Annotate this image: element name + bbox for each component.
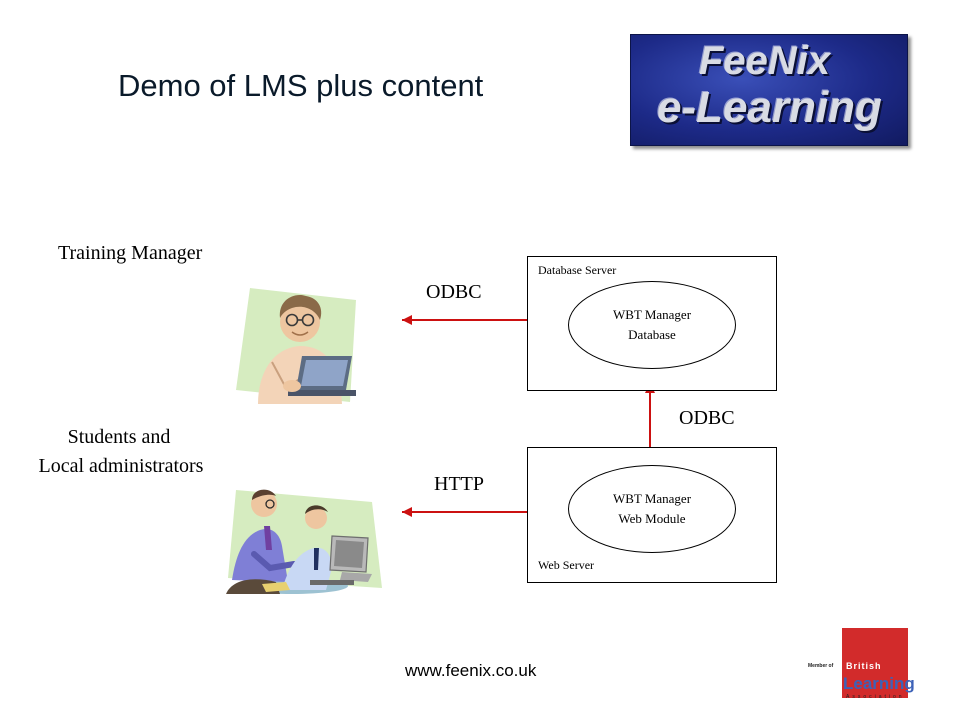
wbt-database-ellipse: WBT Manager Database <box>568 281 736 369</box>
database-server-box: Database Server WBT Manager Database <box>527 256 777 391</box>
wbt-web-module-line2: Web Module <box>618 511 686 526</box>
bla-learning-text: Learning <box>843 674 915 693</box>
bla-association-text: Association <box>846 694 905 700</box>
bla-member-of-text: Member of <box>808 663 834 669</box>
web-server-label: Web Server <box>538 558 595 572</box>
wbt-web-module-line1: WBT Manager <box>612 491 692 506</box>
web-server-box: WBT Manager Web Module Web Server <box>527 447 777 583</box>
bla-british-text: British <box>846 661 882 671</box>
wbt-database-line2: Database <box>628 327 676 342</box>
training-manager-illustration <box>236 288 356 404</box>
protocol-label-http: HTTP <box>434 473 484 495</box>
wbt-web-module-ellipse: WBT Manager Web Module <box>568 465 736 553</box>
slide-title: Demo of LMS plus content <box>118 68 484 103</box>
bla-badge-block <box>842 628 908 698</box>
students-label-line2: Local administrators <box>38 455 204 477</box>
wbt-database-line1: WBT Manager <box>612 307 692 322</box>
logo-text-feenix: FeeNix <box>699 39 831 83</box>
students-label-line1: Students and <box>67 426 171 448</box>
footer-url[interactable]: www.feenix.co.uk <box>405 661 537 680</box>
protocol-label-odbc-middle: ODBC <box>679 407 735 429</box>
database-server-label: Database Server <box>538 263 617 277</box>
logo-text-elearning: e-Learning <box>657 83 882 132</box>
arrowhead-left-top <box>402 315 412 325</box>
training-manager-label: Training Manager <box>58 242 203 264</box>
arrowhead-left-bottom <box>402 507 412 517</box>
feenix-logo: FeeNix e-Learning <box>630 34 908 146</box>
protocol-label-odbc-top: ODBC <box>426 281 482 303</box>
students-illustration <box>226 489 382 594</box>
